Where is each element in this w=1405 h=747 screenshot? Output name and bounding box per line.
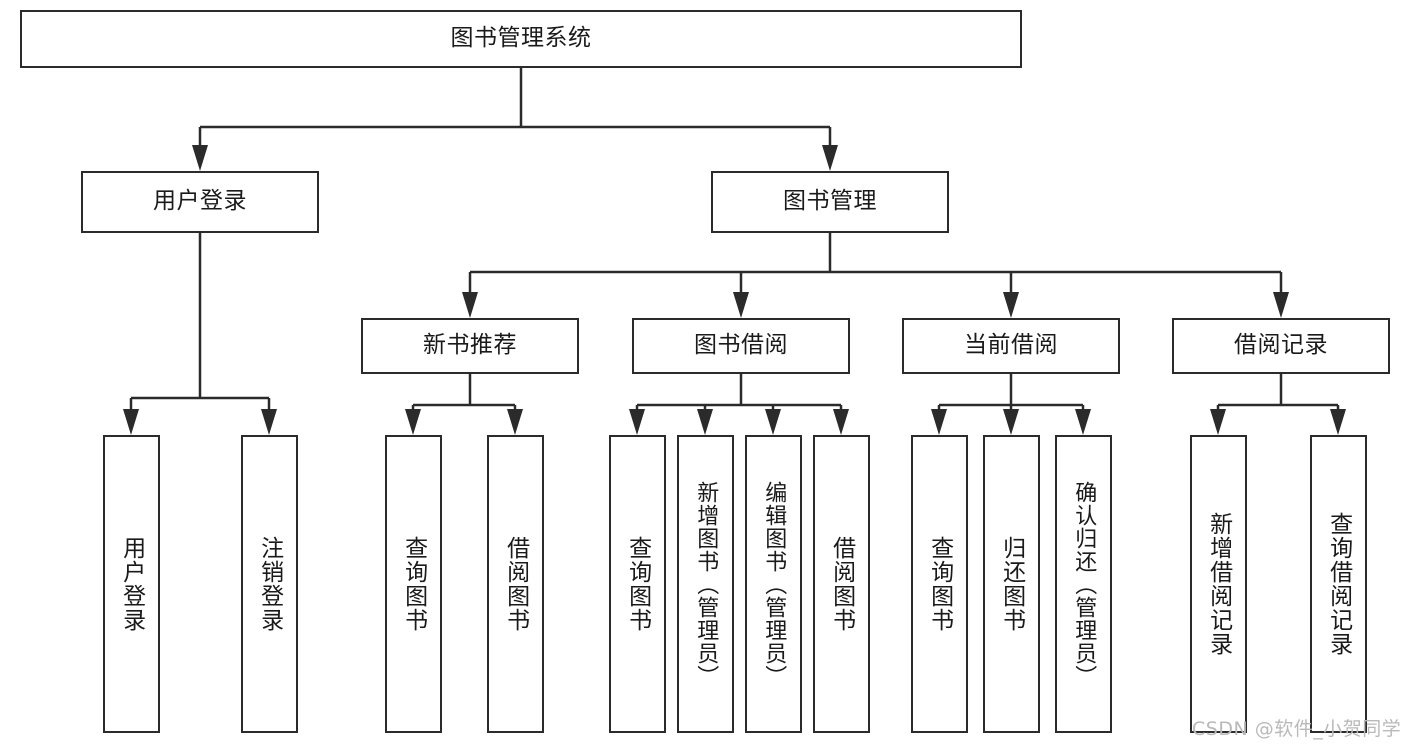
arrowhead-borrow-to-leaves-1 [697,409,713,435]
arrowhead-borrow-to-leaves-3 [833,409,849,435]
node-label-user-login: 用户登录 [153,188,247,215]
node-root[interactable]: 图书管理系统 [20,10,1022,68]
node-leaf-add-borrow-record[interactable]: 新增借阅记录 [1190,435,1247,733]
node-label-leaf-add-borrow-record: 新增借阅记录 [1205,512,1232,656]
watermark-label: CSDN @软件_小贺同学 [1192,718,1402,740]
node-label-borrow-record: 借阅记录 [1234,332,1328,359]
node-book-management[interactable]: 图书管理 [711,171,949,233]
node-label-new-book-recommend: 新书推荐 [423,332,517,359]
node-label-leaf-confirm-return-admin: 确认归还（管理员） [1071,480,1097,688]
node-borrow-record[interactable]: 借阅记录 [1172,318,1390,374]
node-label-book-borrow: 图书借阅 [694,332,788,359]
arrowhead-bookmgmt-to-level3-1 [733,292,749,318]
arrowhead-bookmgmt-to-level3-3 [1273,292,1289,318]
arrowhead-borrow-to-leaves-0 [629,409,645,435]
node-label-book-management: 图书管理 [783,188,877,215]
arrowhead-recommend-to-leaves-1 [507,409,523,435]
node-leaf-query-book-recommend[interactable]: 查询图书 [385,435,442,733]
node-label-leaf-query-book-current: 查询图书 [926,536,953,632]
node-new-book-recommend[interactable]: 新书推荐 [361,318,579,374]
node-label-leaf-query-book-recommend: 查询图书 [400,536,427,632]
arrowhead-record-to-leaves-1 [1330,409,1346,435]
node-label-leaf-return-book: 归还图书 [998,536,1025,632]
node-label-leaf-add-book-admin: 新增图书（管理员） [693,480,719,688]
arrowhead-recommend-to-leaves-0 [405,409,421,435]
arrowhead-current-to-leaves-1 [1003,409,1019,435]
node-label-leaf-user-login: 用户登录 [118,536,145,632]
node-label-leaf-query-borrow-record: 查询借阅记录 [1325,512,1352,656]
node-leaf-borrow-book-recommend[interactable]: 借阅图书 [487,435,544,733]
node-label-leaf-borrow-book-recommend: 借阅图书 [502,536,529,632]
node-label-leaf-edit-book-admin: 编辑图书（管理员） [761,480,787,688]
node-leaf-return-book[interactable]: 归还图书 [983,435,1040,733]
node-leaf-query-book-current[interactable]: 查询图书 [911,435,968,733]
connector-lines [123,68,1346,435]
arrowhead-bookmgmt-to-level3-2 [1003,292,1019,318]
arrowhead-borrow-to-leaves-2 [765,409,781,435]
node-label-leaf-borrow-book: 借阅图书 [828,536,855,632]
node-leaf-add-book-admin[interactable]: 新增图书（管理员） [677,435,734,733]
arrowhead-current-to-leaves-0 [931,409,947,435]
arrowhead-root-to-level2-0 [192,145,208,171]
arrowhead-userlogin-to-leaves-1 [261,409,277,435]
arrowhead-current-to-leaves-2 [1075,409,1091,435]
node-leaf-query-book-borrow[interactable]: 查询图书 [609,435,666,733]
node-label-root: 图书管理系统 [450,25,592,52]
node-leaf-borrow-book[interactable]: 借阅图书 [813,435,870,733]
node-label-leaf-logout: 注销登录 [256,536,283,632]
arrowhead-userlogin-to-leaves-0 [123,409,139,435]
node-leaf-query-borrow-record[interactable]: 查询借阅记录 [1310,435,1367,733]
node-leaf-confirm-return-admin[interactable]: 确认归还（管理员） [1055,435,1112,733]
arrowhead-record-to-leaves-0 [1210,409,1226,435]
node-leaf-logout[interactable]: 注销登录 [241,435,298,733]
node-user-login[interactable]: 用户登录 [81,171,319,233]
node-leaf-user-login[interactable]: 用户登录 [103,435,160,733]
node-leaf-edit-book-admin[interactable]: 编辑图书（管理员） [745,435,802,733]
node-current-borrow[interactable]: 当前借阅 [902,318,1120,374]
node-label-current-borrow: 当前借阅 [964,332,1058,359]
arrowhead-root-to-level2-1 [822,145,838,171]
arrowhead-bookmgmt-to-level3-0 [462,292,478,318]
node-book-borrow[interactable]: 图书借阅 [632,318,850,374]
node-label-leaf-query-book-borrow: 查询图书 [624,536,651,632]
